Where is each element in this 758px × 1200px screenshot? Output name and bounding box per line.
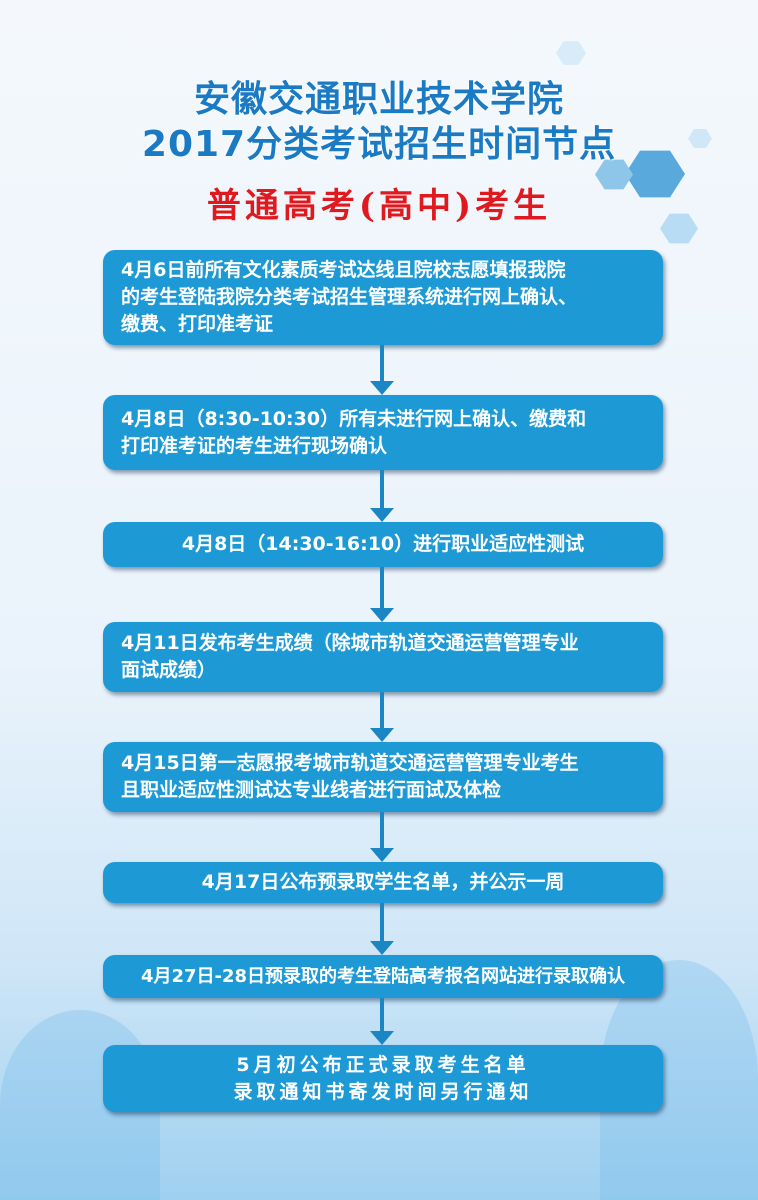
step-text: 4月27日-28日预录取的考生登陆高考报名网站进行录取确认 [140, 966, 626, 987]
step-box-1: 4月6日前所有文化素质考试达线且院校志愿填报我院 的考生登陆我院分类考试招生管理… [103, 250, 663, 345]
step-text: 5月初公布正式录取考生名单 [236, 1053, 530, 1076]
step-text: 录取通知书寄发时间另行通知 [233, 1080, 533, 1103]
page-title-line1: 安徽交通职业技术学院 [193, 79, 564, 120]
arrow-down-icon [370, 470, 394, 522]
arrow-down-icon [370, 567, 394, 622]
step-box-5: 4月15日第一志愿报考城市轨道交通运营管理专业考生 且职业适应性测试达专业线者进… [103, 742, 663, 812]
arrow-down-icon [370, 692, 394, 742]
step-box-7: 4月27日-28日预录取的考生登陆高考报名网站进行录取确认 [103, 955, 663, 998]
step-text: 4月11日发布考生成绩（除城市轨道交通运营管理专业 [121, 632, 579, 654]
step-text: 的考生登陆我院分类考试招生管理系统进行网上确认、 [121, 286, 578, 308]
step-text: 4月15日第一志愿报考城市轨道交通运营管理专业考生 [121, 752, 579, 774]
step-text: 且职业适应性测试达专业线者进行面试及体检 [121, 779, 502, 801]
step-text: 4月8日（14:30-16:10）进行职业适应性测试 [181, 533, 585, 555]
hexagon-decoration [688, 129, 712, 148]
page-subtitle: 普通高考(高中)考生 [206, 186, 552, 226]
step-box-8: 5月初公布正式录取考生名单 录取通知书寄发时间另行通知 [103, 1045, 663, 1112]
step-text: 4月6日前所有文化素质考试达线且院校志愿填报我院 [121, 259, 566, 281]
step-box-6: 4月17日公布预录取学生名单，并公示一周 [103, 862, 663, 903]
arrow-down-icon [370, 812, 394, 862]
step-text: 打印准考证的考生进行现场确认 [121, 434, 388, 457]
arrow-down-icon [370, 903, 394, 955]
step-box-4: 4月11日发布考生成绩（除城市轨道交通运营管理专业 面试成绩） [103, 622, 663, 692]
step-text: 缴费、打印准考证 [121, 313, 274, 335]
page-title-line2: 2017分类考试招生时间节点 [141, 124, 617, 165]
arrow-down-icon [370, 998, 394, 1045]
step-box-2: 4月8日（8:30-10:30）所有未进行网上确认、缴费和 打印准考证的考生进行… [103, 395, 663, 470]
step-text: 4月8日（8:30-10:30）所有未进行网上确认、缴费和 [121, 407, 587, 430]
step-box-3: 4月8日（14:30-16:10）进行职业适应性测试 [103, 522, 663, 567]
hexagon-decoration [556, 41, 586, 65]
step-text: 4月17日公布预录取学生名单，并公示一周 [201, 871, 565, 893]
step-text: 面试成绩） [121, 659, 217, 681]
arrow-down-icon [370, 345, 394, 395]
